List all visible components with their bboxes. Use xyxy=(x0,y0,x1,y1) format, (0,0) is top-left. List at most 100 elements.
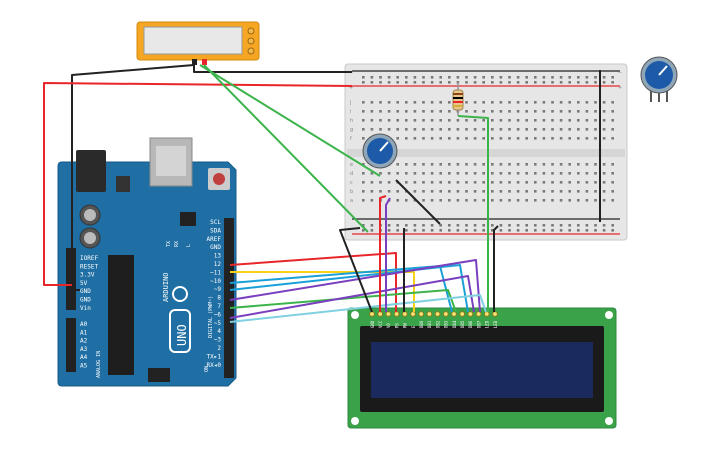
lcd-pin-label: DB1 xyxy=(427,320,432,328)
arduino-logo-icon xyxy=(172,286,188,302)
digital-pin-label: 12 xyxy=(214,261,222,268)
lcd-pin xyxy=(475,311,482,317)
digital-pin-label: 8 xyxy=(217,295,221,302)
rail-plus-top: + xyxy=(349,85,353,91)
digital-pin-label: TX▸1 xyxy=(207,353,222,360)
lcd-pin xyxy=(426,311,433,317)
lcd-pin-label: DB3 xyxy=(444,320,449,328)
power-pin-label: RESET xyxy=(80,263,98,270)
analog-pin-label: A1 xyxy=(80,329,88,336)
lcd-screen xyxy=(371,342,593,398)
digital-pin-label: ~6 xyxy=(214,311,222,318)
lcd-pin xyxy=(385,311,392,317)
lcd-pin xyxy=(410,311,416,317)
digital-pin-label: 13 xyxy=(214,253,222,260)
lcd-pin xyxy=(492,311,498,317)
l-led-label: L xyxy=(186,244,192,247)
row-letter: g xyxy=(350,127,353,133)
analog-pin-label: A4 xyxy=(80,354,88,361)
icsp-header-bottom xyxy=(148,368,170,382)
lcd-pin-label: LED xyxy=(493,320,498,328)
digital-pin-label: ~11 xyxy=(210,269,221,276)
row-letter: h xyxy=(350,118,353,124)
digital-pin-label: ~10 xyxy=(210,278,221,285)
resistor xyxy=(452,82,464,116)
lcd-pin-label: DB7 xyxy=(476,320,481,328)
lcd-pin xyxy=(442,311,449,317)
lcd-pin-label: DB2 xyxy=(435,320,440,328)
power-pin-label: IOREF xyxy=(80,255,98,262)
lcd-pin xyxy=(418,311,425,317)
lcd-pin xyxy=(377,311,384,317)
analog-label: ANALOG IN xyxy=(96,351,102,378)
wires xyxy=(43,64,601,323)
digital-pin-label: 4 xyxy=(217,328,221,335)
row-letter: d xyxy=(350,171,353,177)
potentiometer-breadboard xyxy=(362,133,398,169)
icsp-header-top xyxy=(180,212,196,226)
lcd-pin xyxy=(434,311,441,317)
lcd-pin-label: E xyxy=(411,325,416,328)
digital-header xyxy=(224,218,234,378)
digital-pin-label: SCL xyxy=(210,219,221,226)
row-letter: b xyxy=(350,189,353,195)
atmega-chip xyxy=(108,255,134,375)
digital-pin-label: 2 xyxy=(217,345,221,352)
digital-pin-label: GND xyxy=(210,244,221,251)
lcd-pin-label: RS xyxy=(394,323,399,328)
lcd-pin xyxy=(401,311,408,317)
lcd-pin xyxy=(467,311,474,317)
row-letter: j xyxy=(349,100,351,106)
row-letter: c xyxy=(350,180,353,186)
lcd-pin-label: RW xyxy=(403,323,408,328)
power-pin-label: 3.3V xyxy=(80,272,95,279)
lcd-pin xyxy=(459,311,466,317)
digital-pin-label: 7 xyxy=(217,303,221,310)
digital-label: DIGITAL (PWM~) xyxy=(208,296,214,338)
model-label: UNO xyxy=(175,324,189,346)
analog-pin-label: A2 xyxy=(80,338,88,345)
brand-label: ARDUINO xyxy=(162,272,170,302)
lcd-pin-label: DB0 xyxy=(419,320,424,328)
analog-pin-label: A0 xyxy=(80,321,88,328)
piezo-buzzer xyxy=(136,21,260,65)
analog-header xyxy=(66,318,76,372)
power-pin-label: GND xyxy=(80,288,91,295)
row-letter: a xyxy=(350,198,353,204)
rail-plus-top-r: + xyxy=(618,85,622,91)
lcd-pin-label: VCC xyxy=(378,320,383,328)
lcd-pin xyxy=(483,311,490,317)
lcd-pin xyxy=(451,311,457,317)
digital-pin-label: ~5 xyxy=(214,320,222,327)
analog-pin-label: A3 xyxy=(80,346,88,353)
lcd-pin-label: GND xyxy=(370,320,375,328)
arduino-uno-board: UNO ARDUINO DIGITAL (PWM~) ANALOG IN ON … xyxy=(57,137,237,387)
analog-pin-label: A5 xyxy=(80,363,88,370)
lcd-pin-label: V0 xyxy=(386,323,391,328)
regulator xyxy=(116,176,130,192)
power-pin-label: 5V xyxy=(80,280,88,287)
power-pin-label: GND xyxy=(80,297,91,304)
digital-pin-label: RX◂0 xyxy=(207,362,222,369)
tx-led-label: TX xyxy=(166,241,172,247)
row-letter: e xyxy=(350,162,353,168)
digital-pin-label: ~3 xyxy=(214,337,222,344)
row-letter: f xyxy=(350,136,352,142)
lcd-pin-label: DB6 xyxy=(468,320,473,328)
lcd-pin-label: DB5 xyxy=(460,320,465,328)
on-label: ON xyxy=(204,366,210,372)
lcd-pin xyxy=(369,311,375,317)
power-pin-label: Vin xyxy=(80,305,91,312)
lcd-pin-label: LED xyxy=(485,320,490,328)
lcd-pin-label: DB4 xyxy=(452,320,457,328)
potentiometer-loose xyxy=(640,56,678,102)
row-letter: i xyxy=(350,109,351,115)
digital-pin-label: ~9 xyxy=(214,286,222,293)
lcd-pin xyxy=(393,311,400,317)
digital-pin-label: AREF xyxy=(207,236,222,243)
rx-led-label: RX xyxy=(174,241,180,247)
